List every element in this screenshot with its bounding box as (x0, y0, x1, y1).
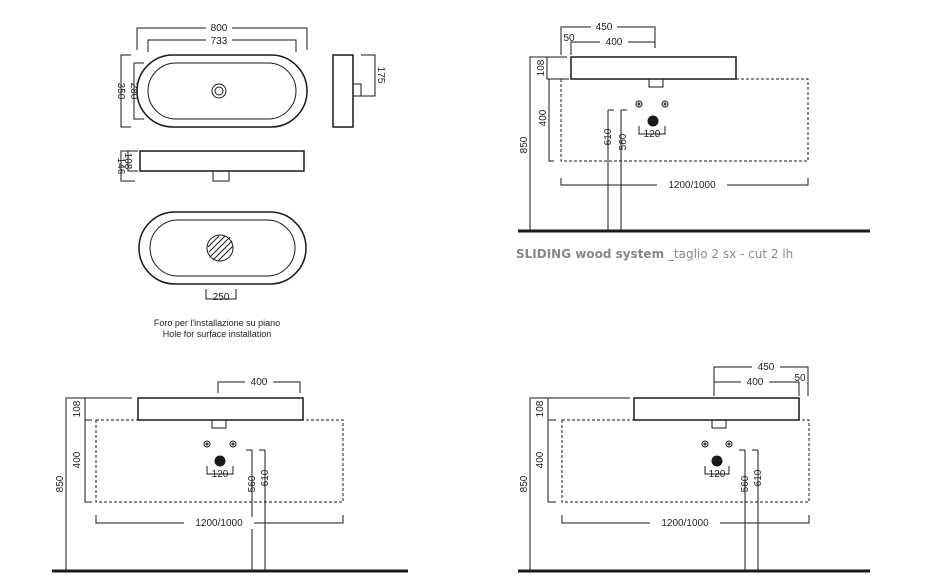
top-view-dimensions: 800 733 350 280 175 146 108 250 (115, 22, 386, 303)
dim-front-total-height: 146 (115, 158, 126, 175)
system-caption: SLIDING wood system _taglio 2 sx - cut 2… (516, 247, 793, 261)
config-left-drawing (518, 366, 870, 573)
note-english: Hole for surface installation (162, 329, 272, 339)
basin-hole-view (138, 211, 307, 300)
dim-pipe2: 560 (618, 133, 629, 150)
dim-top-height: 108 (535, 400, 546, 417)
dim-top-total: 450 (596, 22, 613, 33)
dim-top-width: 400 (606, 37, 623, 48)
dim-overall-length: 800 (211, 23, 228, 34)
dim-inner-depth: 280 (128, 83, 139, 100)
hole-installation-note: Foro per l'installazione su piano Hole f… (122, 318, 312, 340)
config-left-dimensions: 450 400 50 108 400 850 560 610 120 1200/… (519, 361, 806, 529)
dim-floor-height: 850 (55, 475, 66, 492)
dim-top-width: 400 (251, 377, 268, 388)
dim-cabinet-height: 400 (72, 451, 83, 468)
dim-floor-height: 850 (519, 475, 530, 492)
dim-hole-width: 250 (213, 292, 230, 303)
dim-pipe2: 610 (260, 469, 271, 486)
dim-cabinet-width: 1200/1000 (195, 518, 243, 529)
dim-front-body-height: 108 (122, 153, 133, 170)
config-right-dimensions: 450 50 400 108 400 850 610 560 120 1200/… (519, 21, 727, 191)
basin-front-view (120, 150, 305, 182)
dim-pipe2: 610 (753, 469, 764, 486)
dim-top-width: 400 (747, 377, 764, 388)
note-italian: Foro per l'installazione su piano (153, 318, 281, 328)
config-center-dimensions: 400 108 400 850 560 610 120 1200/1000 (55, 376, 273, 529)
dim-overall-depth: 350 (115, 83, 126, 100)
caption-title: SLIDING wood system (516, 247, 665, 261)
dim-cabinet-height: 400 (538, 109, 549, 126)
dim-cabinet-width: 1200/1000 (661, 518, 709, 529)
config-center-drawing (52, 381, 408, 573)
caption-subtitle: _taglio 2 sx - cut 2 lh (664, 247, 794, 261)
dim-pipe-spacing: 120 (212, 469, 229, 480)
dim-top-height: 108 (72, 400, 83, 417)
dim-pipe1: 610 (603, 128, 614, 145)
dim-side-height: 175 (375, 67, 386, 84)
dim-pipe1: 560 (247, 475, 258, 492)
dim-pipe-spacing: 120 (644, 129, 661, 140)
dim-pipe-spacing: 120 (709, 469, 726, 480)
config-right-drawing (518, 26, 870, 233)
dim-offset: 50 (794, 373, 806, 384)
dim-pipe1: 560 (740, 475, 751, 492)
dim-floor-height: 850 (519, 136, 530, 153)
dim-cabinet-height: 400 (535, 451, 546, 468)
dim-offset: 50 (563, 33, 575, 44)
dim-top-total: 450 (758, 362, 775, 373)
dim-inner-length: 733 (211, 36, 228, 47)
dim-top-height: 108 (536, 59, 547, 76)
basin-top-view (120, 27, 308, 128)
basin-side-view (332, 54, 376, 128)
dim-cabinet-width: 1200/1000 (668, 180, 716, 191)
